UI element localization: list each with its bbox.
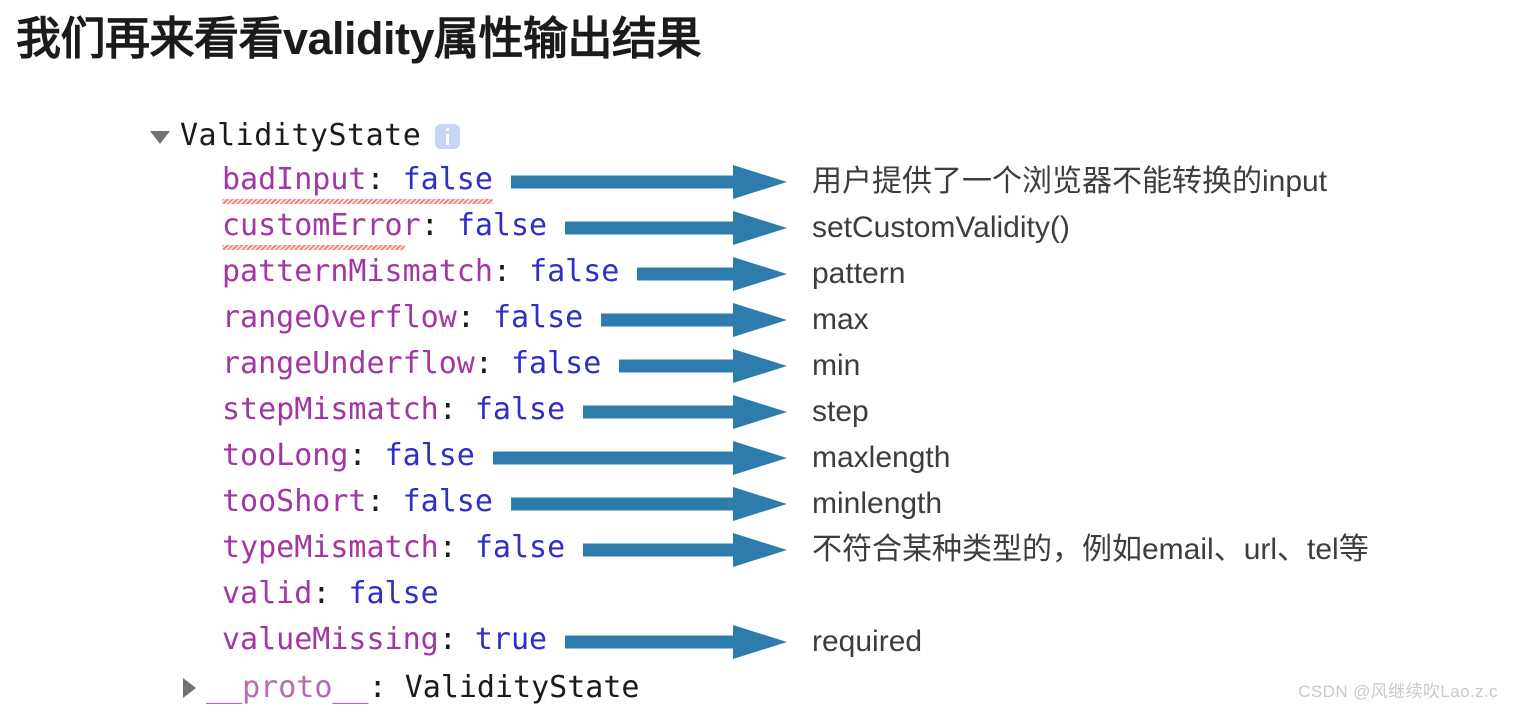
proto-row[interactable]: __proto__: ValidityState bbox=[183, 668, 640, 708]
annotation-arrow-icon bbox=[511, 487, 787, 521]
property-text: typeMismatch: false bbox=[222, 530, 565, 566]
property-row[interactable]: tooLong: false bbox=[222, 438, 1512, 478]
proto-value: ValidityState bbox=[404, 670, 640, 705]
property-text: rangeOverflow: false bbox=[222, 300, 583, 336]
property-row[interactable]: valid: false bbox=[222, 576, 1512, 616]
chevron-right-icon[interactable] bbox=[183, 678, 196, 698]
property-row[interactable]: patternMismatch: false bbox=[222, 254, 1512, 294]
property-value: false bbox=[402, 162, 493, 197]
property-separator: : bbox=[420, 208, 457, 243]
property-value: false bbox=[474, 392, 566, 427]
property-row[interactable]: stepMismatch: false bbox=[222, 392, 1512, 432]
property-text: stepMismatch: false bbox=[222, 392, 565, 428]
spellcheck-underline bbox=[222, 199, 493, 204]
property-row[interactable]: typeMismatch: false bbox=[222, 530, 1512, 570]
annotation-label: minlength bbox=[812, 487, 943, 520]
property-separator: : bbox=[438, 392, 475, 427]
property-value: false bbox=[474, 530, 566, 565]
watermark: CSDN @风继续吹Lao.z.c bbox=[1298, 682, 1498, 701]
annotation-label: pattern bbox=[812, 257, 906, 290]
property-row[interactable]: customError: false bbox=[222, 208, 1512, 250]
page-title: 我们再来看看validity属性输出结果 bbox=[16, 13, 702, 64]
annotation-label: required bbox=[812, 625, 923, 658]
property-text: tooLong: false bbox=[222, 438, 475, 474]
annotation-arrow-icon bbox=[619, 349, 787, 383]
property-row[interactable]: tooShort: false bbox=[222, 484, 1512, 524]
property-separator: : bbox=[366, 162, 403, 197]
spellcheck-underline bbox=[222, 245, 405, 250]
property-separator: : bbox=[438, 622, 475, 657]
property-text: rangeUnderflow: false bbox=[222, 346, 601, 382]
property-value: false bbox=[402, 484, 493, 519]
annotation-label: max bbox=[812, 303, 869, 336]
annotation-label: setCustomValidity() bbox=[812, 211, 1070, 244]
property-text: customError: false bbox=[222, 208, 547, 244]
annotation-label: 不符合某种类型的，例如email、url、tel等 bbox=[812, 533, 1369, 566]
chevron-down-icon[interactable] bbox=[150, 131, 170, 144]
property-separator: : bbox=[312, 576, 349, 611]
property-value: true bbox=[474, 622, 548, 657]
annotation-arrow-icon bbox=[565, 625, 787, 659]
property-key: valid bbox=[222, 576, 313, 611]
property-key: stepMismatch bbox=[222, 392, 439, 427]
annotation-arrow-icon bbox=[583, 533, 787, 567]
property-text: patternMismatch: false bbox=[222, 254, 619, 290]
annotation-label: 用户提供了一个浏览器不能转换的input bbox=[812, 165, 1328, 198]
proto-key: __proto__ bbox=[206, 670, 369, 705]
property-key: badInput bbox=[222, 162, 367, 197]
object-root-row[interactable]: ValidityState bbox=[150, 116, 461, 156]
property-key: patternMismatch bbox=[222, 254, 493, 289]
property-separator: : bbox=[366, 484, 403, 519]
property-text: tooShort: false bbox=[222, 484, 493, 520]
annotation-arrow-icon bbox=[583, 395, 787, 429]
property-key: customError bbox=[222, 208, 421, 243]
annotation-arrow-icon bbox=[637, 257, 787, 291]
property-separator: : bbox=[474, 346, 511, 381]
property-value: false bbox=[511, 346, 602, 381]
property-key: tooShort bbox=[222, 484, 367, 519]
property-text: valueMissing: true bbox=[222, 622, 547, 658]
property-key: typeMismatch bbox=[222, 530, 439, 565]
property-key: rangeOverflow bbox=[222, 300, 457, 335]
annotation-arrow-icon bbox=[565, 211, 787, 245]
property-key: valueMissing bbox=[222, 622, 439, 657]
info-icon[interactable] bbox=[435, 123, 461, 149]
property-key: tooLong bbox=[222, 438, 349, 473]
property-row[interactable]: rangeOverflow: false bbox=[222, 300, 1512, 340]
annotation-arrow-icon bbox=[601, 303, 787, 337]
proto-separator: : bbox=[368, 670, 405, 705]
property-value: false bbox=[456, 208, 548, 243]
property-separator: : bbox=[456, 300, 493, 335]
annotation-label: min bbox=[812, 349, 861, 382]
property-separator: : bbox=[438, 530, 475, 565]
property-value: false bbox=[348, 576, 439, 611]
property-separator: : bbox=[492, 254, 530, 289]
annotation-label: maxlength bbox=[812, 441, 951, 474]
annotation-arrow-icon bbox=[493, 441, 787, 475]
property-value: false bbox=[384, 438, 475, 473]
annotation-arrow-icon bbox=[511, 165, 787, 199]
property-text: badInput: false bbox=[222, 162, 493, 198]
object-root-label: ValidityState bbox=[180, 118, 422, 153]
property-row[interactable]: rangeUnderflow: false bbox=[222, 346, 1512, 386]
property-row[interactable]: badInput: false bbox=[222, 162, 1512, 204]
property-separator: : bbox=[348, 438, 385, 473]
property-row[interactable]: valueMissing: true bbox=[222, 622, 1512, 662]
property-text: valid: false bbox=[222, 576, 439, 612]
property-key: rangeUnderflow bbox=[222, 346, 475, 381]
annotation-label: step bbox=[812, 395, 869, 428]
property-value: false bbox=[492, 300, 584, 335]
property-value: false bbox=[529, 254, 620, 289]
